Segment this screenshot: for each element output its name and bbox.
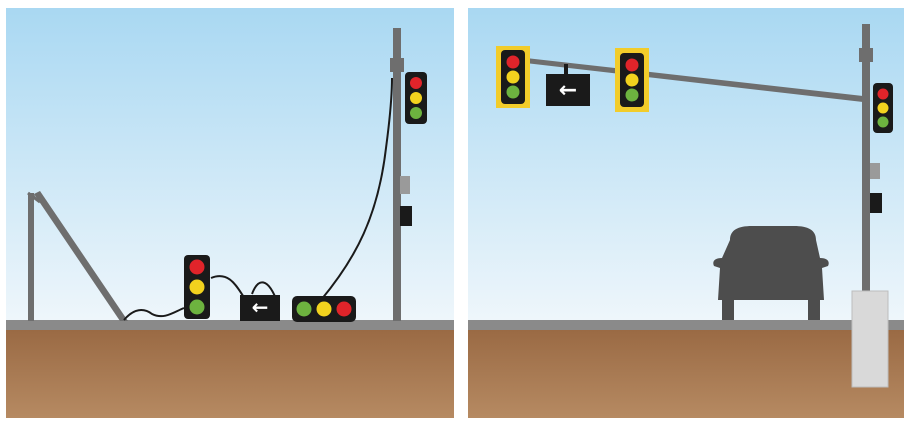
concrete-foundation-icon <box>852 291 888 387</box>
ground <box>6 330 454 418</box>
road-surface <box>468 320 904 330</box>
left-panel: ← <box>6 8 454 418</box>
ground <box>468 330 904 418</box>
knocked-down-signal-head-icon <box>184 255 210 319</box>
sky <box>6 8 454 320</box>
backplate-signal-head-icon <box>615 48 649 112</box>
left-scene: ← <box>6 8 454 418</box>
road-surface <box>6 320 454 330</box>
right-scene: ← <box>468 8 904 418</box>
pole-mounted-signal-icon <box>405 72 427 124</box>
pole-mounted-signal-icon <box>873 83 893 133</box>
sky <box>468 8 904 320</box>
left-arrow-sign-icon: ← <box>240 295 280 321</box>
left-arrow-glyph: ← <box>252 295 269 319</box>
backplate-signal-head-icon <box>496 46 530 108</box>
left-arrow-glyph: ← <box>559 78 577 103</box>
right-panel: ← <box>468 8 904 418</box>
fallen-horizontal-signal-icon <box>292 296 356 322</box>
